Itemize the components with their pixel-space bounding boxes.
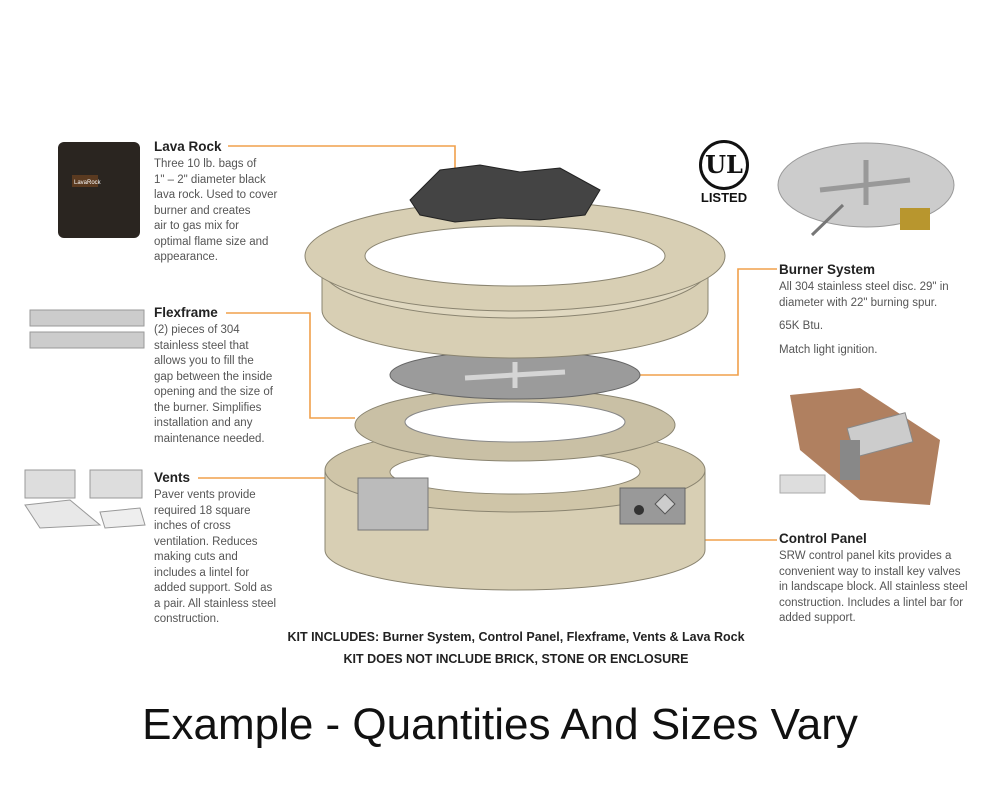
flexframe-title: Flexframe — [154, 305, 218, 320]
description-line: stainless steel that — [154, 339, 249, 352]
burner-system-callout: Burner System All 304 stainless steel di… — [779, 261, 949, 358]
description-line: appearance. — [154, 251, 218, 263]
description-line: gap between the inside — [154, 370, 273, 383]
description-line: construction. Includes a lintel bar for — [779, 596, 964, 609]
description-line: All 304 stainless steel disc. 29" in — [779, 281, 949, 293]
caption: Example - Quantities And Sizes Vary — [142, 700, 858, 749]
description-line: optimal flame size and — [154, 235, 269, 248]
description-line: burner and creates — [154, 204, 251, 217]
description-line: maintenance needed. — [154, 432, 265, 445]
vents-title: Vents — [154, 470, 191, 485]
description-line: required 18 square — [154, 504, 251, 517]
vents-callout: Vents Paver vents provide required 18 sq… — [154, 469, 276, 628]
svg-text:LavaRock: LavaRock — [74, 180, 102, 186]
description-line: Paver vents provide — [154, 489, 256, 501]
description-line: convenient way to install key valves — [779, 565, 961, 578]
lava-rock-bag-image: LavaRock — [58, 142, 140, 238]
description-line: ventilation. Reduces — [154, 535, 258, 548]
description-line: construction. — [154, 613, 220, 625]
description-line: air to gas mix for — [154, 220, 239, 232]
flexframe-callout: Flexframe (2) pieces of 304 stainless st… — [154, 304, 273, 447]
burner-system-title: Burner System — [779, 262, 876, 277]
kit-excludes: KIT DOES NOT INCLUDE BRICK, STONE OR ENC… — [343, 652, 689, 666]
description-line: inches of cross — [154, 520, 231, 532]
lava-rock-title: Lava Rock — [154, 139, 222, 154]
ul-logo: UL — [699, 140, 749, 190]
control-panel-image — [779, 388, 940, 505]
description-line: in landscape block. All stainless steel — [779, 581, 968, 593]
ignition-type: Match light ignition. — [779, 343, 878, 356]
flexframe-image — [29, 309, 145, 349]
description-line: allows you to fill the — [154, 355, 254, 367]
description-line: lava rock. Used to cover — [154, 189, 278, 201]
lava-rock-callout: Lava Rock Three 10 lb. bags of 1" – 2" d… — [154, 138, 277, 266]
description-line: SRW control panel kits provides a — [779, 550, 952, 562]
ul-listed-text: LISTED — [700, 190, 748, 205]
control-panel-callout: Control Panel SRW control panel kits pro… — [779, 530, 968, 627]
description-line: added support. Sold as — [154, 582, 273, 594]
kit-includes: KIT INCLUDES: Burner System, Control Pan… — [287, 630, 745, 644]
flexframe-ring — [354, 388, 676, 462]
description-line: a pair. All stainless steel — [154, 597, 277, 610]
ul-listed-badge: UL LISTED — [699, 140, 749, 205]
vents-image — [24, 469, 146, 529]
description-line: added support. — [779, 612, 856, 624]
description-line: making cuts and — [154, 551, 238, 563]
top-ring — [304, 200, 726, 359]
burner-disc — [389, 350, 641, 400]
description-line: installation and any — [154, 417, 253, 429]
description-line: (2) pieces of 304 — [154, 324, 240, 336]
lava-rock-pile — [409, 164, 601, 223]
description-line: 1" – 2" diameter black — [154, 173, 266, 186]
control-panel-title: Control Panel — [779, 531, 867, 546]
burner-system-image — [777, 142, 955, 237]
description-line: the burner. Simplifies — [154, 401, 262, 414]
description-line: opening and the size of — [154, 386, 273, 398]
description-line: Three 10 lb. bags of — [154, 158, 257, 170]
btu-rating: 65K Btu. — [779, 320, 824, 332]
description-line: diameter with 22" burning spur. — [779, 296, 938, 309]
description-line: includes a lintel for — [154, 566, 250, 579]
